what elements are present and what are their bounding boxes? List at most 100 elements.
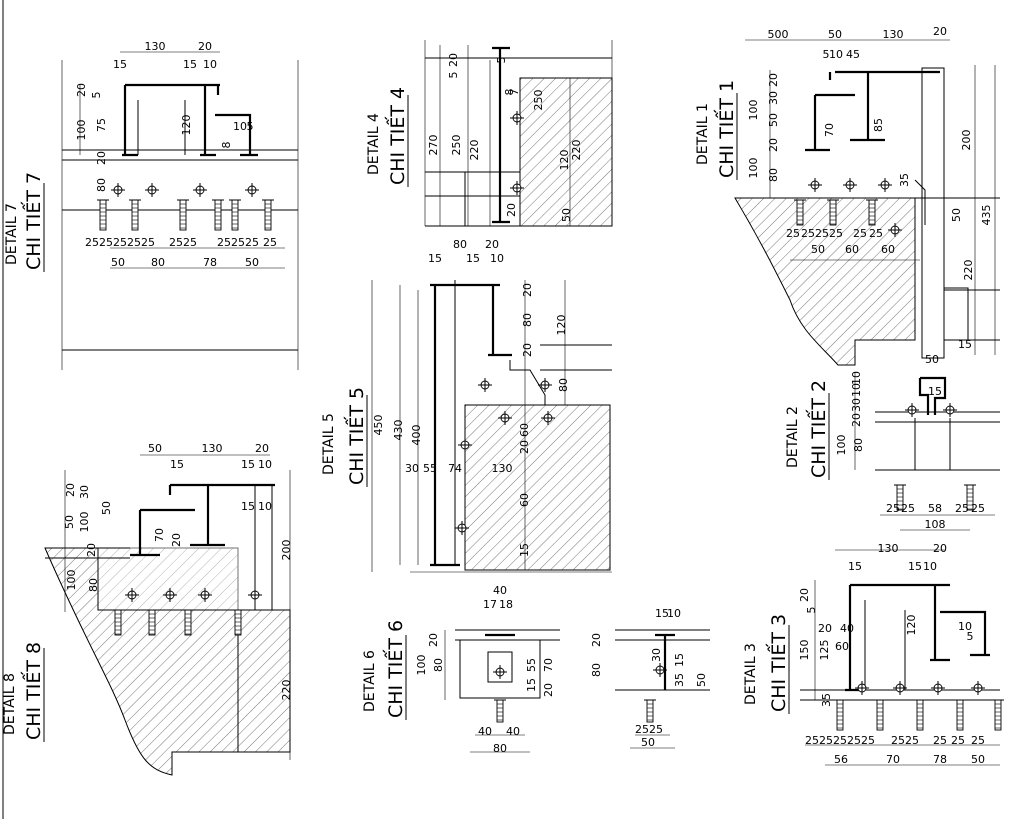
anchor-bolt <box>914 699 926 731</box>
dimension-label: 15 <box>170 458 184 471</box>
dimension-label: 35 <box>820 693 833 707</box>
anchor-bolt <box>112 609 124 636</box>
dimension-label: 50 <box>641 736 655 749</box>
dimension-label: 20 <box>521 343 534 357</box>
dimension-label: 25 <box>786 227 800 240</box>
dimension-label: 130 <box>202 442 223 455</box>
dimension-label: 20 <box>767 73 780 87</box>
dimension-label: 200 <box>960 130 973 151</box>
dimension-label: 8 <box>220 142 233 149</box>
detail-7-subtitle: DETAIL 7 <box>4 203 20 265</box>
anchor-bolt <box>145 183 159 197</box>
anchor-bolt <box>541 411 555 425</box>
dimension-label: 70 <box>823 123 836 137</box>
dimension-label: 80 <box>590 663 603 677</box>
dimension-label: 78 <box>203 256 217 269</box>
dimension-label: 100 <box>415 655 428 676</box>
dimension-label: 100 <box>747 158 760 179</box>
dimension-label: 25 <box>649 723 663 736</box>
dimension-label: 20 <box>590 633 603 647</box>
anchor-bolt <box>455 521 469 535</box>
dimension-label: 80 <box>432 658 445 672</box>
dimension-label: 20 <box>542 683 555 697</box>
dimension-label: 50 <box>811 243 825 256</box>
dimension-label: 30 <box>850 398 863 412</box>
dimension-label: 20 <box>818 622 832 635</box>
dimension-label: 25 <box>829 227 843 240</box>
dimension-label: 10 <box>258 500 272 513</box>
anchor-bolt <box>498 411 512 425</box>
dimension-label: 220 <box>468 140 481 161</box>
dimension-label: 35 <box>898 173 911 187</box>
dimension-label: 80 <box>493 742 507 755</box>
dimension-label: 50 <box>971 753 985 766</box>
dimension-label: 60 <box>881 243 895 256</box>
dimension-label: 10 <box>829 48 843 61</box>
dimension-label: 50 <box>767 113 780 127</box>
dimension-label: 5 <box>447 72 460 79</box>
dimension-label: 5 <box>967 630 974 643</box>
dimension-label: 400 <box>410 425 423 446</box>
dimension-label: 56 <box>834 753 848 766</box>
anchor-bolt <box>97 199 109 231</box>
dimension-label: 50 <box>148 442 162 455</box>
dimension-label: 80 <box>557 378 570 392</box>
anchor-bolt <box>125 588 139 602</box>
dimension-label: 450 <box>372 415 385 436</box>
dimension-label: 78 <box>933 753 947 766</box>
anchor-bolt <box>182 609 194 636</box>
anchor-bolt <box>653 663 667 677</box>
dimension-label: 5 <box>247 120 254 133</box>
dimension-label: 5 <box>90 92 103 99</box>
dimension-label: 120 <box>905 615 918 636</box>
anchor-bolt <box>245 183 259 197</box>
dimension-label: 20 <box>485 238 499 251</box>
dimension-label: 20 <box>447 53 460 67</box>
dimension-label: 25 <box>245 236 259 249</box>
dimension-label: 5 <box>823 48 830 61</box>
anchor-bolt <box>827 199 839 226</box>
dimension-label: 50 <box>828 28 842 41</box>
anchor-bolt <box>894 484 906 511</box>
dimension-label: 30 <box>405 462 419 475</box>
anchor-bolt <box>458 438 472 452</box>
dimension-label: 25 <box>971 734 985 747</box>
detail-3-subtitle: DETAIL 3 <box>743 643 759 705</box>
dimension-label: 25 <box>951 734 965 747</box>
dimension-label: 130 <box>883 28 904 41</box>
dimension-label: 25 <box>891 734 905 747</box>
dimension-label: 5 <box>495 57 508 64</box>
anchor-bolt <box>866 199 878 226</box>
dimension-label: 80 <box>767 168 780 182</box>
dimension-label: 85 <box>872 118 885 132</box>
detail-5-title: CHI TIẾT 5 <box>343 387 368 485</box>
anchor-bolt <box>510 111 524 125</box>
dimension-label: 150 <box>798 640 811 661</box>
dimension-label: 10 <box>958 620 972 633</box>
dimension-label: 25 <box>113 236 127 249</box>
dimension-label: 200 <box>280 540 293 561</box>
dimension-label: 15 <box>848 560 862 573</box>
anchor-bolt <box>834 699 846 731</box>
anchor-bolt <box>494 699 506 723</box>
dimension-label: 20 <box>255 442 269 455</box>
dimension-label: 20 <box>170 533 183 547</box>
dimension-label: 25 <box>217 236 231 249</box>
anchor-bolt <box>212 199 224 231</box>
dimension-label: 15 <box>525 678 538 692</box>
dimension-label: 50 <box>925 353 939 366</box>
dimension-label: 25 <box>635 723 649 736</box>
dimension-label: 20 <box>427 633 440 647</box>
dimension-label: 25 <box>971 502 985 515</box>
dimension-label: 20 <box>95 151 108 165</box>
anchor-bolt <box>177 199 189 231</box>
dimension-label: 50 <box>560 208 573 222</box>
dimension-label: 80 <box>95 178 108 192</box>
dimension-label: 220 <box>280 680 293 701</box>
anchor-bolt <box>874 699 886 731</box>
dimension-label: 120 <box>558 150 571 171</box>
